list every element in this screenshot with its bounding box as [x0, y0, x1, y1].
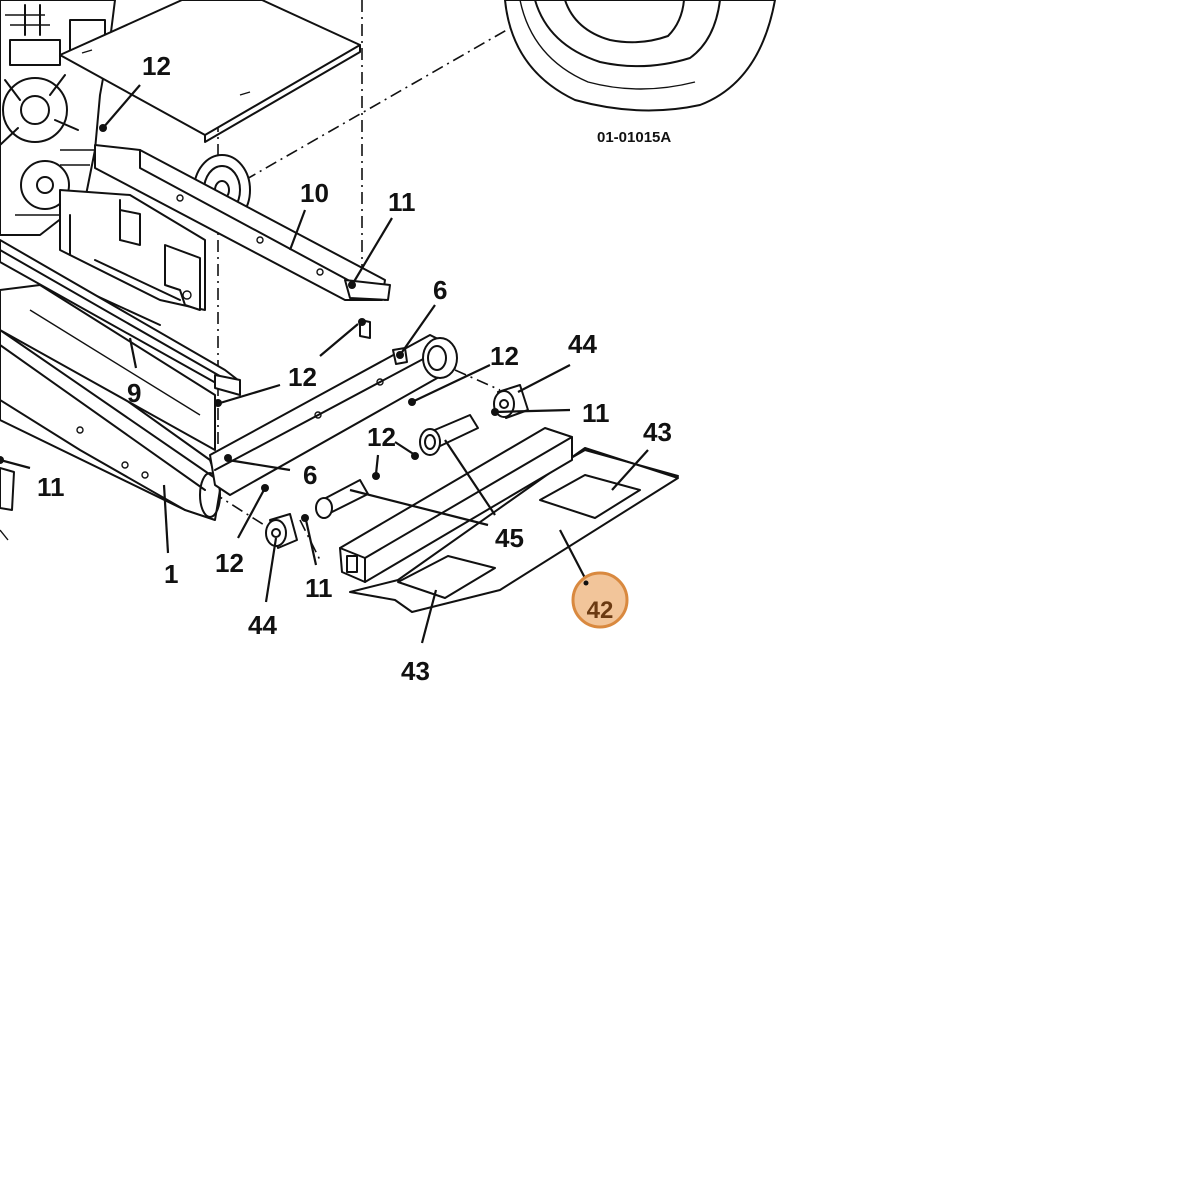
mount-44-bottom — [265, 513, 298, 549]
callout-12-center: 12 — [367, 422, 396, 452]
callouts: 12 10 11 6 12 44 11 43 9 12 12 6 11 45 1… — [37, 51, 672, 686]
callout-1: 1 — [164, 559, 178, 589]
front-cross-member — [209, 279, 456, 496]
callout-10: 10 — [300, 178, 329, 208]
callout-12-mid: 12 — [490, 341, 519, 371]
frame-interior — [39, 189, 206, 326]
callout-6-top: 6 — [433, 275, 447, 305]
callout-11-top: 11 — [388, 187, 416, 217]
engine-plate — [59, 0, 361, 143]
leader-lines — [0, 84, 649, 644]
step-plate-42 — [339, 427, 679, 613]
cross-tube — [0, 239, 241, 396]
callout-9: 9 — [127, 378, 141, 408]
highlighted-callout-42[interactable]: 42 — [571, 571, 629, 629]
callout-11-bottom: 11 — [305, 573, 333, 603]
callout-11-right: 11 — [582, 398, 610, 428]
frame-floor — [0, 284, 216, 451]
callout-44-bottom: 44 — [248, 610, 277, 640]
drawing-id: 01-01015A — [597, 129, 671, 146]
highlight-label: 42 — [587, 597, 614, 624]
mount-44-top — [493, 384, 529, 419]
pin-45-upper — [419, 414, 479, 456]
callout-6-bottom: 6 — [303, 460, 317, 490]
callout-44-top: 44 — [568, 329, 597, 359]
tire — [504, 0, 776, 112]
callout-45: 45 — [495, 523, 524, 553]
callout-12-bottom: 12 — [215, 548, 244, 578]
highlight-circle[interactable] — [571, 571, 629, 629]
callout-11-left: 11 — [37, 472, 65, 502]
callout-43-right: 43 — [643, 417, 672, 447]
pin-45-lower — [315, 479, 369, 519]
callout-43-bottom: 43 — [401, 656, 430, 686]
callout-12-left: 12 — [288, 362, 317, 392]
fastener-dots — [0, 124, 499, 522]
callout-12-top: 12 — [142, 51, 171, 81]
